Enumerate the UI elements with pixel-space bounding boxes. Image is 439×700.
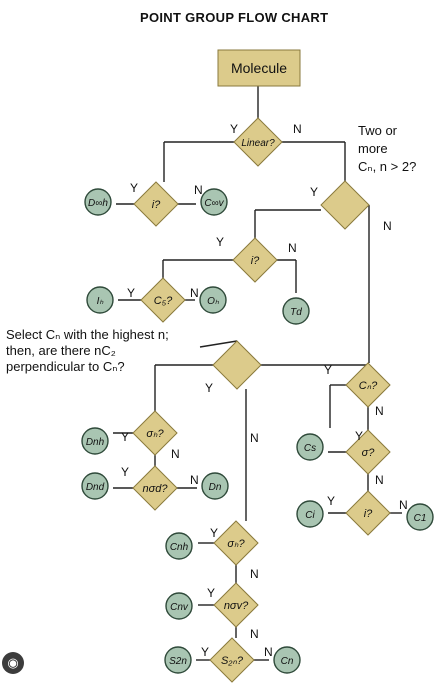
answer-label: N bbox=[288, 241, 297, 255]
point-group-circle bbox=[200, 188, 228, 216]
point-group-circle bbox=[86, 286, 114, 314]
start-label: Molecule bbox=[231, 60, 287, 76]
point-group-circle bbox=[296, 500, 324, 528]
point-group-label: Ci bbox=[305, 510, 315, 521]
answer-label: N bbox=[375, 404, 384, 418]
answer-label: Y bbox=[355, 429, 363, 443]
point-group-circle bbox=[84, 188, 112, 216]
point-group-circle bbox=[201, 472, 229, 500]
point-group-circle bbox=[406, 503, 434, 531]
instruction-text: Select Cₙ with the highest n; then, are … bbox=[6, 327, 216, 375]
answer-label: Y bbox=[121, 465, 129, 479]
answer-label: N bbox=[250, 627, 259, 641]
decision-label: σ? bbox=[362, 447, 376, 459]
connector-line bbox=[199, 340, 238, 348]
answer-label: N bbox=[194, 183, 203, 197]
answer-label: N bbox=[293, 122, 302, 136]
answer-label: N bbox=[383, 219, 392, 233]
decision-diamond bbox=[132, 410, 178, 456]
point-group-label: Td bbox=[290, 307, 302, 318]
point-group-label: Dnd bbox=[86, 482, 105, 493]
start-box bbox=[217, 49, 301, 87]
decision-diamond bbox=[212, 340, 262, 390]
answer-label: N bbox=[375, 473, 384, 487]
point-group-circle bbox=[81, 427, 109, 455]
side-question-line: Cₙ, n > 2? bbox=[358, 159, 417, 174]
point-group-circle bbox=[164, 646, 192, 674]
answer-label: N bbox=[399, 498, 408, 512]
answer-label: Y bbox=[310, 185, 318, 199]
decision-diamond bbox=[213, 520, 259, 566]
decision-label: i? bbox=[251, 255, 260, 267]
decision-label: i? bbox=[364, 508, 373, 520]
point-group-label: Cn bbox=[281, 656, 294, 667]
answer-label: N bbox=[190, 473, 199, 487]
instruction-line: then, are there nC₂ bbox=[6, 343, 116, 358]
decision-diamond bbox=[213, 582, 259, 628]
decision-diamond bbox=[132, 465, 178, 511]
answer-label: N bbox=[171, 447, 180, 461]
point-group-label: Dnh bbox=[86, 437, 105, 448]
point-group-label: C∞v bbox=[204, 198, 224, 209]
decision-label: nσd? bbox=[143, 483, 169, 495]
point-group-label: Cnv bbox=[170, 602, 189, 613]
decision-diamond bbox=[232, 237, 278, 283]
point-group-label: D∞h bbox=[88, 198, 108, 209]
answer-label: Y bbox=[210, 526, 218, 540]
decision-diamond bbox=[345, 362, 391, 408]
side-question-line: more bbox=[358, 141, 388, 156]
point-group-circle bbox=[81, 472, 109, 500]
point-group-circle bbox=[296, 433, 324, 461]
decision-diamond bbox=[233, 117, 283, 167]
answer-label: Y bbox=[130, 181, 138, 195]
decision-label: Cₙ? bbox=[359, 380, 378, 392]
point-group-circle bbox=[282, 297, 310, 325]
decision-label: i? bbox=[152, 199, 161, 211]
decision-label: C₅? bbox=[154, 295, 173, 307]
answer-label: Y bbox=[205, 381, 213, 395]
answer-label: N bbox=[190, 286, 199, 300]
decision-label: Linear? bbox=[241, 138, 275, 149]
answer-label: Y bbox=[324, 363, 332, 377]
point-group-label: C1 bbox=[414, 513, 427, 524]
point-group-label: S2n bbox=[169, 656, 187, 667]
decision-diamond bbox=[133, 181, 179, 227]
point-group-label: Iₕ bbox=[97, 296, 105, 307]
point-group-circle bbox=[165, 592, 193, 620]
decision-label: σₕ? bbox=[146, 428, 164, 440]
answer-label: N bbox=[250, 567, 259, 581]
answer-label: Y bbox=[216, 235, 224, 249]
point-group-label: Oₕ bbox=[207, 296, 220, 307]
decision-diamond bbox=[320, 180, 370, 230]
point-group-circle bbox=[273, 646, 301, 674]
decision-label: σₕ? bbox=[227, 538, 245, 550]
decision-diamond bbox=[345, 490, 391, 536]
answer-label: Y bbox=[230, 122, 238, 136]
point-group-label: Dn bbox=[209, 482, 222, 493]
decision-diamond bbox=[140, 277, 186, 323]
answer-label: N bbox=[250, 431, 259, 445]
instruction-line: perpendicular to Cₙ? bbox=[6, 359, 125, 374]
answer-label: Y bbox=[127, 286, 135, 300]
point-group-circle bbox=[199, 286, 227, 314]
side-question-line: Two or bbox=[358, 123, 398, 138]
answer-label: N bbox=[264, 645, 273, 659]
point-group-label: Cnh bbox=[170, 542, 189, 553]
decision-label: nσv? bbox=[224, 600, 249, 612]
decision-diamond bbox=[209, 637, 255, 683]
answer-label: Y bbox=[207, 586, 215, 600]
decision-label: S₂ₙ? bbox=[221, 655, 244, 667]
answer-label: Y bbox=[201, 645, 209, 659]
answer-label: Y bbox=[327, 494, 335, 508]
camera-icon[interactable]: ◉ bbox=[2, 652, 24, 674]
side-question: Two or more Cₙ, n > 2? bbox=[358, 122, 438, 176]
point-group-label: Cs bbox=[304, 443, 316, 454]
chart-title: POINT GROUP FLOW CHART bbox=[140, 10, 329, 25]
instruction-line: Select Cₙ with the highest n; bbox=[6, 327, 169, 342]
point-group-circle bbox=[165, 532, 193, 560]
answer-label: Y bbox=[121, 430, 129, 444]
decision-diamond bbox=[345, 429, 391, 475]
